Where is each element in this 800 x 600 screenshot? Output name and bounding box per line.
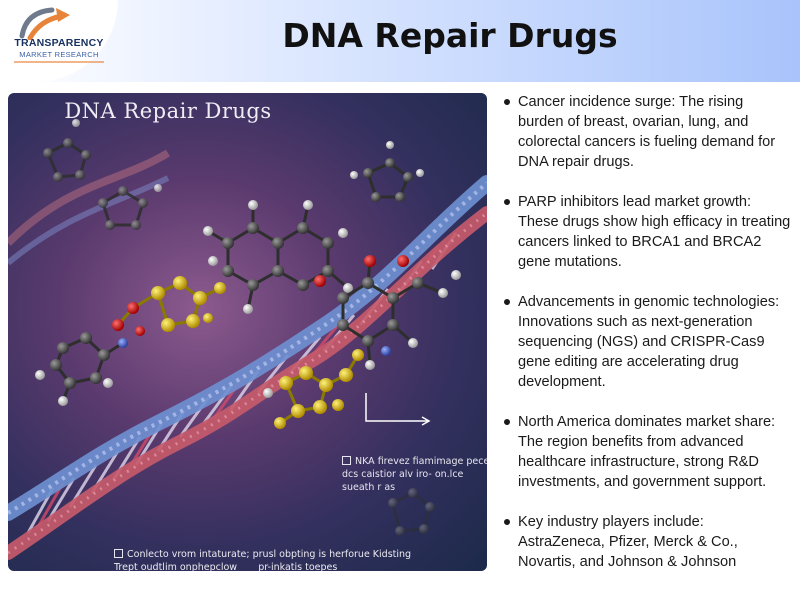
page-title: DNA Repair Drugs (282, 16, 618, 55)
molecule-gray-center (203, 200, 353, 314)
list-item: Cancer incidence surge: The rising burde… (500, 92, 792, 172)
caption-right-text: NKA firevez fiamimage pece dcs caistior … (342, 456, 487, 493)
molecule-top-left (43, 119, 162, 230)
dna-illustration (8, 119, 487, 560)
hero-caption-bottom: Conlecto vrom intaturate; prusl obpting … (114, 548, 486, 571)
logo-subname: MARKET RESEARCH (19, 50, 99, 59)
list-item: PARP inhibitors lead market growth: Thes… (500, 192, 792, 272)
logo[interactable]: TRANSPARENCY MARKET RESEARCH (0, 0, 118, 82)
dna-helix (8, 175, 487, 560)
list-item: Advancements in genomic technologies: In… (500, 292, 792, 392)
caption-bottom-line1: Conlecto vrom intaturate; prusl obpting … (127, 549, 412, 560)
molecule-top-right (350, 141, 424, 202)
checkbox-icon (342, 456, 351, 465)
molecule-yellow-left (112, 276, 226, 336)
tmr-arrow-logo-icon (19, 7, 70, 40)
hero-title: DNA Repair Drugs (64, 99, 272, 123)
molecule-yellow-center (263, 349, 364, 429)
page-header: TRANSPARENCY MARKET RESEARCH DNA Repair … (0, 0, 800, 82)
logo-underline (14, 61, 104, 63)
list-item: North America dominates market share: Th… (500, 412, 792, 492)
logo-name: TRANSPARENCY (14, 37, 104, 49)
background-helix (8, 149, 171, 266)
hero-caption-right: NKA firevez fiamimage pece dcs caistior … (342, 455, 487, 494)
hero-image: DNA Repair Drugs NKA firevez fiamimage p… (8, 93, 487, 571)
molecule-gray-left (35, 332, 128, 406)
caption-bottom-line2: Trept oudtlim onphepclow pr-inkatis toep… (114, 562, 338, 571)
annotation-pointer (365, 393, 431, 426)
molecule-gray-right (314, 255, 461, 370)
checkbox-icon (114, 549, 123, 558)
list-item: Key industry players include: AstraZenec… (500, 512, 792, 572)
key-points-list: Cancer incidence surge: The rising burde… (500, 92, 792, 592)
molecule-bottom-right (388, 488, 435, 536)
